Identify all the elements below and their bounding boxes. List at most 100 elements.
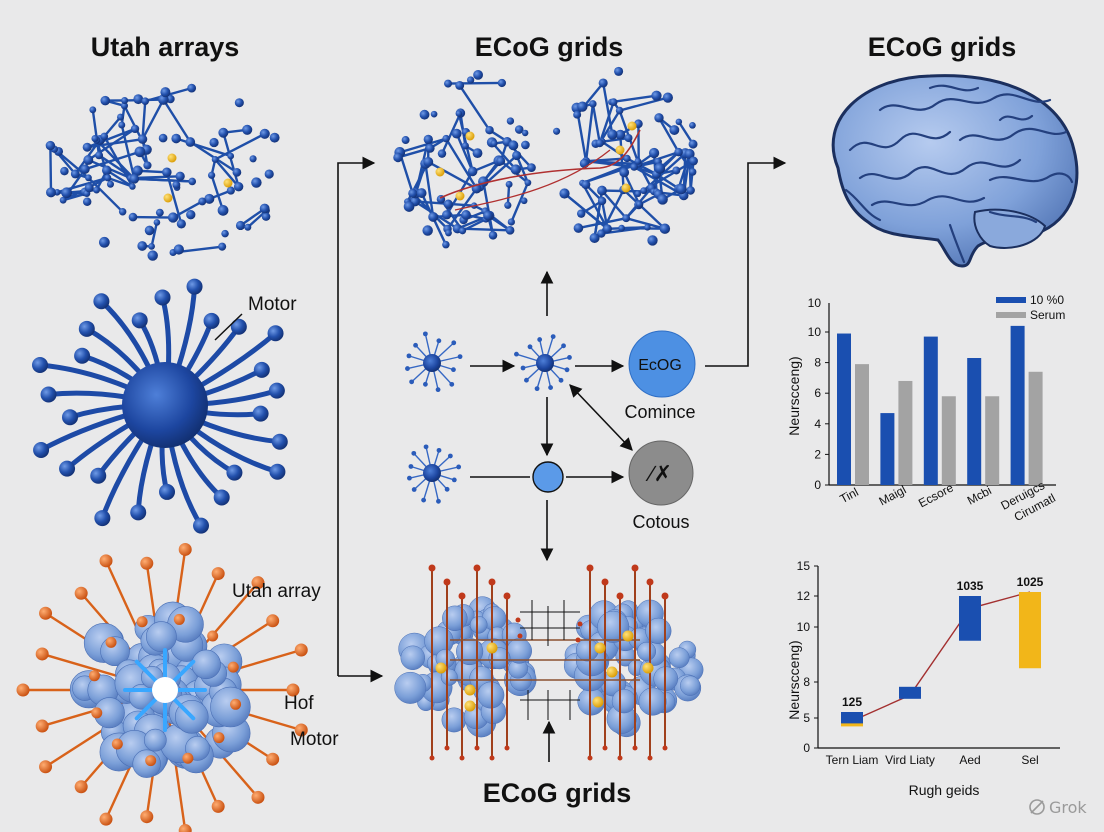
network-node xyxy=(85,174,92,182)
small-neuron-1 xyxy=(405,331,463,393)
watermark-text: Grok xyxy=(1049,798,1087,817)
neurite-tip xyxy=(407,475,412,481)
network-node xyxy=(172,180,181,189)
network-node xyxy=(204,193,215,204)
network-node xyxy=(232,167,242,177)
chart2-bar xyxy=(899,686,921,699)
neurite-tip xyxy=(537,337,543,342)
electrode-head xyxy=(617,755,623,761)
electrode-head xyxy=(602,745,608,751)
neurite-tip xyxy=(449,381,455,387)
neurite-tip xyxy=(520,365,526,371)
network-node xyxy=(577,209,586,218)
network-node xyxy=(416,188,427,199)
network-node xyxy=(624,133,633,143)
active-node xyxy=(615,145,625,155)
electrode-tip xyxy=(251,790,265,804)
network-node xyxy=(82,142,92,152)
network-node xyxy=(442,240,450,249)
network-node xyxy=(445,229,452,237)
small-neuron-2 xyxy=(514,334,572,392)
contact-site xyxy=(464,684,476,696)
small-soma xyxy=(423,464,441,482)
network-node xyxy=(467,166,478,177)
electrode-tip xyxy=(211,799,225,813)
network-node xyxy=(689,121,696,129)
dendrite-terminal xyxy=(271,433,288,450)
chart2-xlabel: Rugh geids xyxy=(909,782,980,798)
network-node xyxy=(244,223,252,231)
label-utah-array: Utah array xyxy=(232,581,321,602)
network-node xyxy=(137,134,148,144)
electrode-head xyxy=(443,578,451,586)
network-node xyxy=(91,135,99,142)
chart2-data-label: 1025 xyxy=(1017,575,1044,589)
electrode-head xyxy=(661,592,669,600)
contact-site xyxy=(435,662,447,674)
network-node xyxy=(82,197,92,206)
dendrite-terminal xyxy=(230,318,247,335)
contact-site xyxy=(592,696,604,708)
network-node xyxy=(461,142,469,150)
network-node xyxy=(129,174,140,184)
chart2-bar xyxy=(1019,592,1041,669)
network-node xyxy=(597,185,607,196)
brain-illustration xyxy=(831,74,1079,268)
left-bracket-connector xyxy=(337,156,384,683)
dendrite-terminal xyxy=(90,467,107,484)
network-node xyxy=(689,156,698,166)
chart1-bar xyxy=(1028,371,1043,485)
network-node xyxy=(393,152,403,163)
dendrite-terminal xyxy=(93,293,110,310)
network-node xyxy=(207,171,216,179)
network-node xyxy=(221,229,229,238)
network-node xyxy=(143,161,152,170)
electrode-head xyxy=(473,564,481,572)
electrode-tip xyxy=(294,723,308,737)
chart1-bar xyxy=(967,358,982,485)
neurite-tip xyxy=(451,367,456,373)
chart1-x-tick-label: Maigl xyxy=(877,483,909,509)
network-node xyxy=(217,204,229,216)
network-node xyxy=(93,186,100,194)
network-node xyxy=(185,137,196,147)
dendrite-terminal xyxy=(59,460,76,477)
network-node xyxy=(589,232,600,244)
network-node xyxy=(101,165,112,176)
network-node xyxy=(188,177,197,186)
network-node xyxy=(451,128,462,139)
electrode-tip xyxy=(178,542,192,556)
neurite-tip xyxy=(451,477,457,483)
title-ecog-grids-bottom: ECoG grids xyxy=(483,778,632,808)
neurite-tip xyxy=(451,340,457,346)
active-node xyxy=(627,121,637,131)
network-node xyxy=(520,197,528,205)
chart1-x-tick-label: Tinl xyxy=(837,485,860,506)
dendrite-terminal xyxy=(131,312,148,329)
network-node xyxy=(442,210,452,220)
electrode-tip xyxy=(251,576,265,590)
chart1-bar xyxy=(855,364,869,485)
electrode-head xyxy=(444,745,450,751)
neurite-tip xyxy=(514,351,519,357)
network-node xyxy=(497,78,506,88)
network-node xyxy=(442,134,450,143)
chart1-y-tick-label: 10 xyxy=(808,325,822,339)
active-node xyxy=(163,193,173,203)
chart1-ylabel: Neurscceng) xyxy=(786,356,802,435)
neurite-tip xyxy=(413,342,418,348)
ecog-grid-tissue-illustration xyxy=(394,564,704,761)
network-node xyxy=(510,164,521,175)
electrode-tip xyxy=(294,643,308,657)
network-node xyxy=(128,212,138,222)
electrode-head xyxy=(488,578,496,586)
neurite-tip xyxy=(567,355,572,360)
title-ecog-grids-middle: ECoG grids xyxy=(475,32,624,62)
chart2-y-tick-label: 10 xyxy=(797,620,811,634)
network-node xyxy=(259,128,270,139)
network-node xyxy=(669,125,680,135)
small-soma xyxy=(536,354,554,372)
network-node xyxy=(512,150,522,161)
network-node xyxy=(211,156,219,163)
